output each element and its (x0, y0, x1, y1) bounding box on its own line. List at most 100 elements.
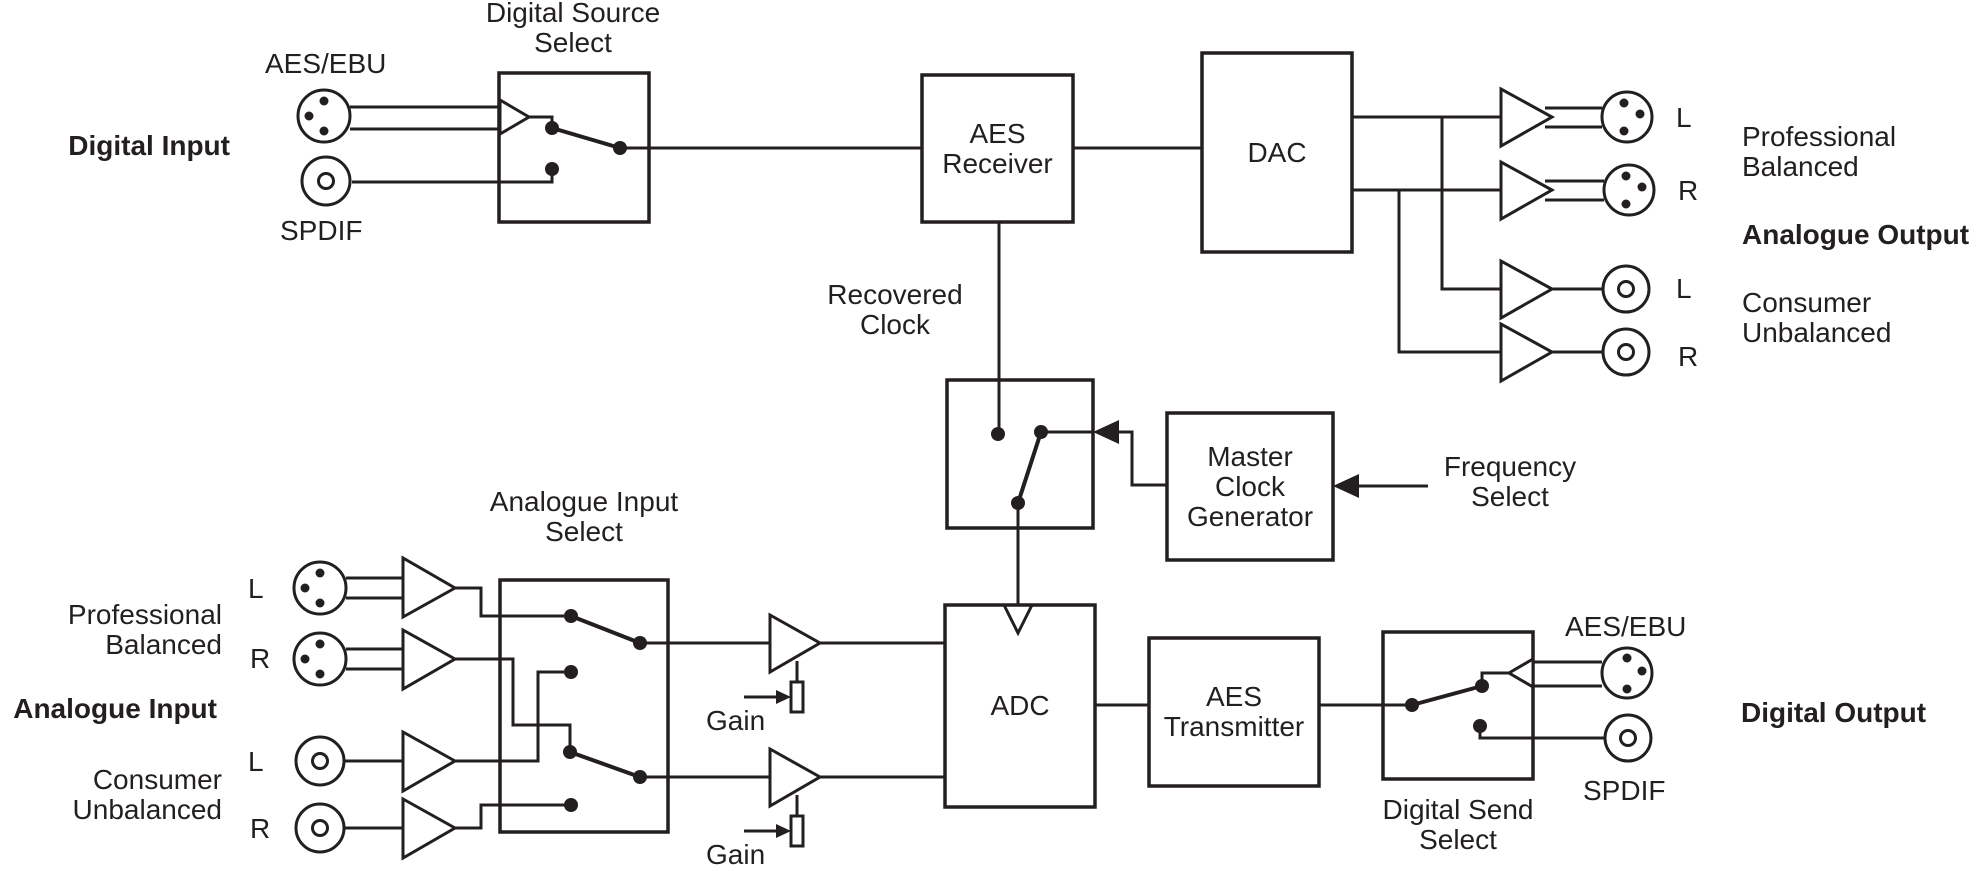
wire-amp-bal-l (455, 586, 571, 618)
output-buffer-unbal-l-icon (1499, 258, 1556, 321)
spdif-output-label: SPDIF (1583, 775, 1666, 806)
contact-balanced-l (564, 609, 578, 623)
consumer-unbalanced-out-label: Consumer Unbalanced (1742, 287, 1892, 348)
gain-control-r (744, 795, 805, 848)
digital-source-switch (545, 121, 627, 176)
xlr-analogue-out-l-icon (1600, 90, 1654, 144)
aes-transmitter-box (1147, 636, 1321, 788)
adc-label: ADC (990, 690, 1050, 721)
wire-mcg-to-select (1119, 430, 1167, 487)
consumer-unbalanced-in-label: Consumer Unbalanced (72, 764, 222, 825)
aes-output-driver-icon (1506, 656, 1535, 690)
rca-analogue-in-l-icon (294, 735, 346, 787)
gain-label-r: Gain (706, 839, 766, 870)
dac-label: DAC (1247, 136, 1307, 168)
input-amp-bal-l-icon (401, 555, 459, 620)
analogue-input-section-label: Analogue Input (13, 693, 217, 724)
dac-box (1200, 51, 1354, 254)
switch-pole (633, 770, 647, 784)
contact-unbalanced-l (564, 665, 578, 679)
analogue-select-switch-l (564, 609, 647, 679)
switch-arm (569, 750, 641, 779)
contact-spdif-out (1473, 719, 1487, 733)
out-unbal-r-label: R (1678, 341, 1699, 372)
rca-analogue-out-r-icon (1601, 327, 1651, 377)
switch-arm (1016, 431, 1043, 504)
xlr-digital-out-icon (1600, 646, 1654, 700)
rca-analogue-in-r-icon (294, 802, 346, 854)
aes-input-receiver-icon (498, 97, 532, 137)
switch-pole (1011, 496, 1025, 510)
gain-pot-icon (789, 680, 805, 714)
output-buffer-bal-r-icon (1499, 159, 1556, 222)
switch-pole (613, 141, 627, 155)
rca-digital-out-icon (1603, 713, 1653, 763)
wire-dac-out-r-branch (1397, 190, 1501, 354)
spdif-input-label: SPDIF (280, 215, 363, 246)
contact-balanced-r (563, 745, 577, 759)
out-unbal-l-label: L (1676, 273, 1692, 304)
switch-arm (1411, 684, 1483, 707)
switch-arm (570, 614, 641, 645)
buffer-amps (401, 86, 1556, 861)
aes-ebu-output-label: AES/EBU (1565, 611, 1687, 642)
switch-arm (551, 126, 621, 150)
rca-analogue-out-l-icon (1601, 264, 1651, 314)
in-bal-l-label: L (248, 573, 264, 604)
output-buffer-unbal-r-icon (1499, 321, 1556, 384)
gain-amp-l-icon (768, 612, 824, 675)
adc-clock-notch-icon (1002, 604, 1034, 637)
aes-receiver-box (920, 73, 1075, 224)
analogue-input-select-box (498, 578, 670, 834)
aes-receiver-label: AES Receiver (942, 117, 1053, 179)
aes-transmitter-label: AES Transmitter (1163, 681, 1305, 742)
recovered-clock-label: Recovered Clock (827, 279, 963, 340)
clock-select-switch (991, 425, 1048, 510)
input-amp-unbal-r-icon (401, 796, 459, 861)
gain-amp-r-icon (768, 746, 824, 809)
digital-send-switch (1405, 679, 1489, 733)
analogue-input-select-title: Analogue Input Select (489, 486, 679, 547)
digital-output-section-label: Digital Output (1741, 697, 1927, 728)
master-clock-generator-label: Master Clock Generator (1186, 440, 1314, 532)
xlr-analogue-in-l-icon (292, 560, 348, 616)
wire-amp-unbal-r (455, 803, 571, 830)
wire-amp-unbal-l (455, 670, 571, 763)
wire-amp-bal-r (455, 657, 572, 752)
input-amp-bal-r-icon (401, 627, 459, 692)
frequency-select-label: Frequency Select (1443, 451, 1577, 512)
xlr-analogue-out-r-icon (1602, 163, 1656, 217)
in-unbal-l-label: L (248, 746, 264, 777)
contact-spdif (545, 162, 559, 176)
switch-pole (633, 636, 647, 650)
input-amp-unbal-l-icon (401, 729, 459, 794)
in-bal-r-label: R (250, 643, 271, 674)
rca-digital-in-icon (300, 155, 352, 207)
xlr-digital-in-icon (296, 88, 352, 144)
out-bal-r-label: R (1678, 175, 1699, 206)
contact-master-clock (1034, 425, 1048, 439)
gain-arrowhead-icon (776, 824, 791, 838)
out-bal-l-label: L (1676, 102, 1692, 133)
contact-unbalanced-r (564, 798, 578, 812)
gain-control-l (744, 661, 805, 714)
adc-box (943, 603, 1097, 809)
digital-source-select-title: Digital Source Select (485, 0, 661, 58)
contact-aes-out (1475, 679, 1489, 693)
wire-dac-out-l-branch (1440, 117, 1501, 291)
output-buffer-bal-l-icon (1499, 86, 1556, 149)
frequency-select-arrowhead-icon (1333, 474, 1359, 498)
master-clock-generator-box (1165, 411, 1335, 562)
analogue-select-switch-r (563, 745, 647, 812)
gain-pot-icon (789, 814, 805, 848)
gain-arrowhead-icon (776, 690, 791, 704)
xlr-analogue-in-r-icon (292, 631, 348, 687)
switch-pole (1405, 698, 1419, 712)
analogue-output-section-label: Analogue Output (1742, 219, 1970, 250)
in-unbal-r-label: R (250, 813, 271, 844)
digital-input-section-label: Digital Input (68, 130, 230, 161)
aes-ebu-input-label: AES/EBU (265, 48, 387, 79)
contact-recovered-clock (991, 427, 1005, 441)
